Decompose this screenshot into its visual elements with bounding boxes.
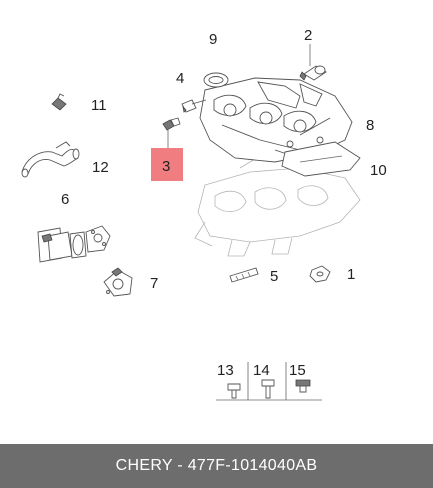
callout-14: 14 [253, 362, 270, 379]
hardware-kit [216, 362, 322, 401]
highlight-box-part-3[interactable] [151, 148, 183, 181]
part-11-bracket [51, 93, 67, 111]
part-number-caption: CHERY - 477F-1014040AB [115, 457, 318, 474]
part-2-cap [299, 44, 327, 81]
callout-4: 4 [176, 70, 184, 87]
callout-5: 5 [270, 268, 278, 285]
callout-8: 8 [366, 117, 374, 134]
callout-12: 12 [92, 159, 109, 176]
footer-bar: CHERY - 477F-1014040AB [0, 444, 433, 488]
part-6-throttle-body [37, 225, 111, 263]
callout-11: 11 [91, 97, 107, 114]
callout-13: 13 [217, 362, 234, 379]
part-12-hose [21, 141, 80, 178]
callout-15: 15 [289, 362, 306, 379]
part-5-stud [229, 267, 259, 283]
callout-2: 2 [304, 27, 312, 44]
callout-7: 7 [150, 275, 158, 292]
exhaust-manifold-outline [194, 151, 361, 257]
part-3-sensor [162, 117, 181, 148]
callout-9: 9 [209, 31, 217, 48]
intake-manifold [199, 77, 353, 163]
callout-10: 10 [370, 162, 387, 179]
part-4-sensor [181, 99, 207, 113]
callout-1: 1 [347, 266, 355, 283]
callout-6: 6 [61, 191, 69, 208]
part-7-valve [103, 267, 133, 297]
part-9-ring [203, 72, 229, 88]
manifold-gasket [281, 141, 361, 177]
parts-diagram: 9 2 4 11 8 3 12 10 6 5 1 7 13 14 15 [21, 27, 387, 401]
part-1-nut [309, 265, 331, 283]
callout-3: 3 [162, 158, 170, 175]
